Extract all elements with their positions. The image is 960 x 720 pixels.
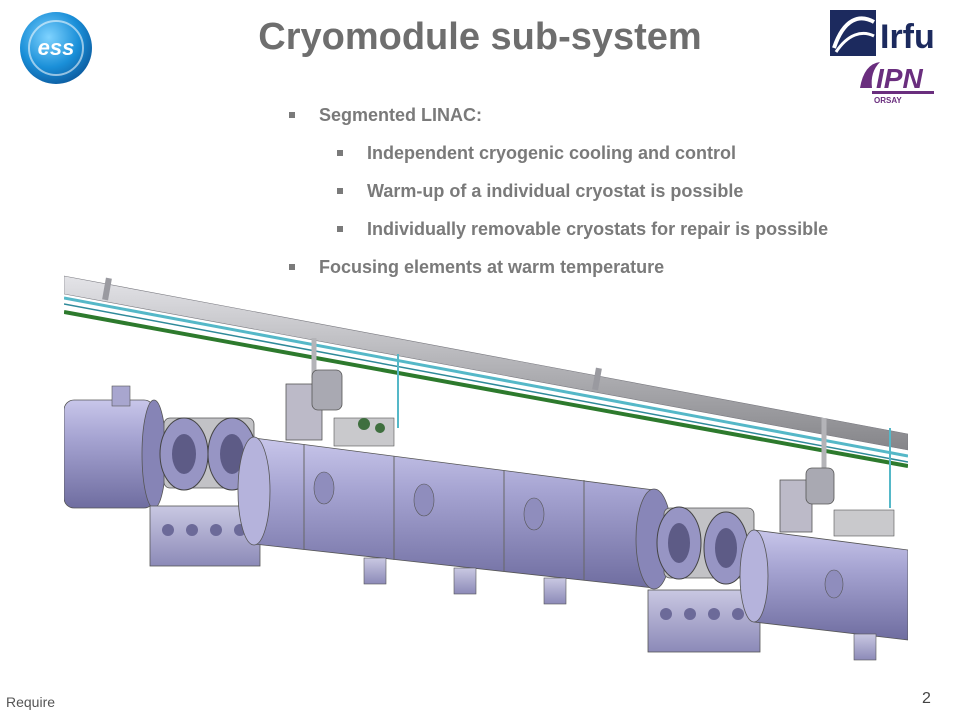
bullet-marker xyxy=(289,112,295,118)
bullet-item: Focusing elements at warm temperature xyxy=(289,257,665,278)
warm-section xyxy=(647,506,761,653)
slide-title: Cryomodule sub-system xyxy=(258,16,702,58)
overhead-pipes xyxy=(64,275,908,468)
svg-text:ess: ess xyxy=(38,35,75,60)
bullet-text: Individually removable cryostats for rep… xyxy=(367,219,829,239)
bullet-item: Segmented LINAC: xyxy=(289,105,483,126)
sub-bullet-item: Warm-up of a individual cryostat is poss… xyxy=(337,181,744,202)
ipn-logo: IPN ORSAY xyxy=(860,62,934,105)
bullet-marker xyxy=(337,150,343,156)
cryostat-1 xyxy=(237,369,673,605)
ess-logo: ess xyxy=(20,12,92,84)
warm-section xyxy=(149,417,261,567)
bullet-text: Independent cryogenic cooling and contro… xyxy=(367,143,737,163)
cryostat-left xyxy=(64,385,167,509)
svg-text:Irfu: Irfu xyxy=(880,18,935,56)
bullet-marker xyxy=(337,188,343,194)
bullet-text: Focusing elements at warm temperature xyxy=(319,257,665,277)
sub-bullet-item: Individually removable cryostats for rep… xyxy=(337,219,829,240)
sub-bullet-item: Independent cryogenic cooling and contro… xyxy=(337,143,737,164)
svg-text:IPN: IPN xyxy=(876,63,923,94)
cryostat-2 xyxy=(739,467,908,661)
irfu-logo: Irfu xyxy=(830,10,935,56)
svg-text:ORSAY: ORSAY xyxy=(874,96,902,105)
bullet-marker xyxy=(289,264,295,270)
bullet-text: Warm-up of a individual cryostat is poss… xyxy=(367,181,744,201)
cryomodule-render-image xyxy=(64,275,908,661)
bullet-text: Segmented LINAC: xyxy=(319,105,483,125)
page-number: 2 xyxy=(922,690,931,707)
bullet-marker xyxy=(337,226,343,232)
footer-text: Require xyxy=(6,694,56,710)
